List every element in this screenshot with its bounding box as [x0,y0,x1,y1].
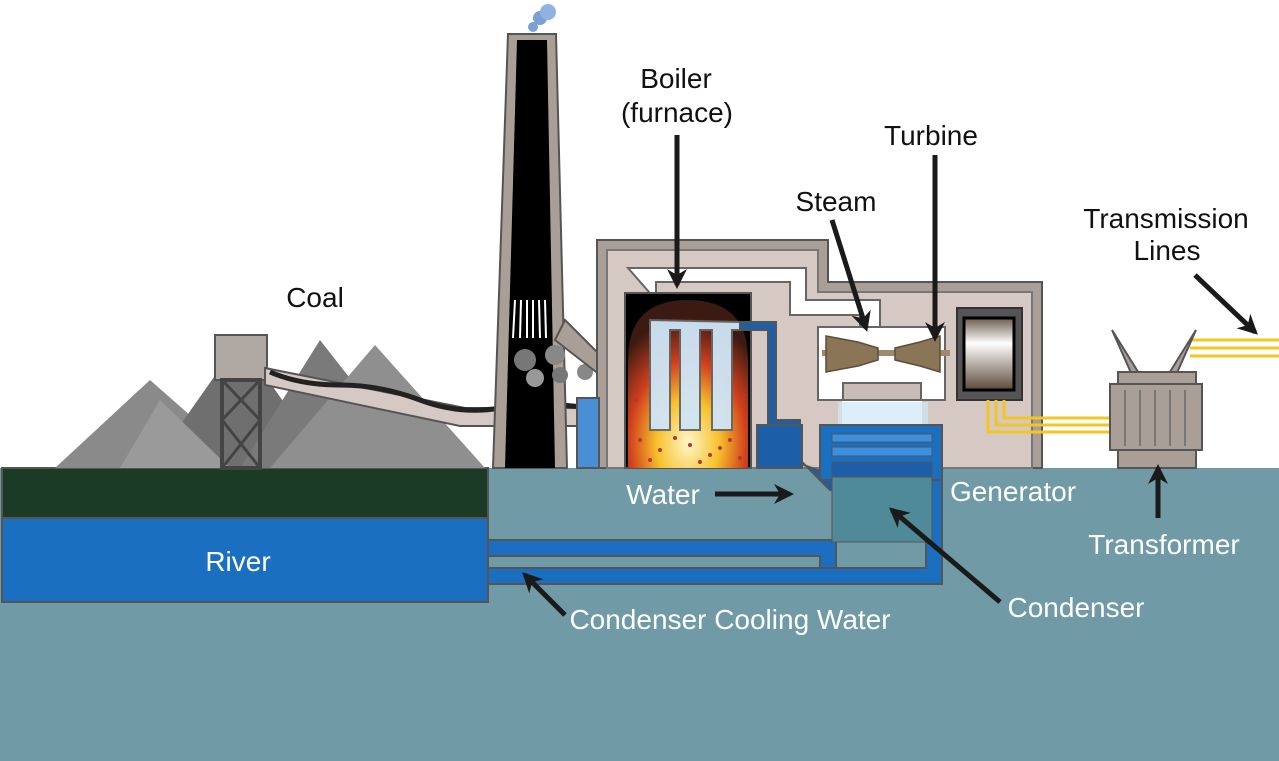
generator [956,307,1023,401]
label-cooling-water: Condenser Cooling Water [569,604,890,635]
power-lines [986,338,1279,434]
label-condenser: Condenser [1008,592,1145,623]
label-boiler: Boiler [640,63,712,94]
label-furnace: (furnace) [621,97,733,128]
label-river: River [205,546,270,577]
label-generator: Generator [950,476,1076,507]
label-transmission: Transmission [1083,203,1248,234]
coal-feeder [576,397,600,469]
transmission-arrow [1193,273,1258,335]
label-coal: Coal [286,282,344,313]
river-bank [1,467,489,519]
label-water: Water [626,479,700,510]
label-turbine: Turbine [884,120,978,151]
turbine [817,326,950,425]
river [1,517,489,603]
condenser-arrow [888,507,1002,604]
label-lines: Lines [1134,235,1201,266]
steam-arrow [829,219,871,332]
label-transformer: Transformer [1088,529,1239,560]
smokestack [491,4,611,469]
callout-arrows [522,135,1258,617]
cooling-water-arrow [522,572,567,617]
condenser [819,424,943,543]
boiler-furnace [624,292,752,469]
water-tank [756,424,803,469]
transformer [1109,329,1203,469]
label-steam: Steam [796,186,877,217]
